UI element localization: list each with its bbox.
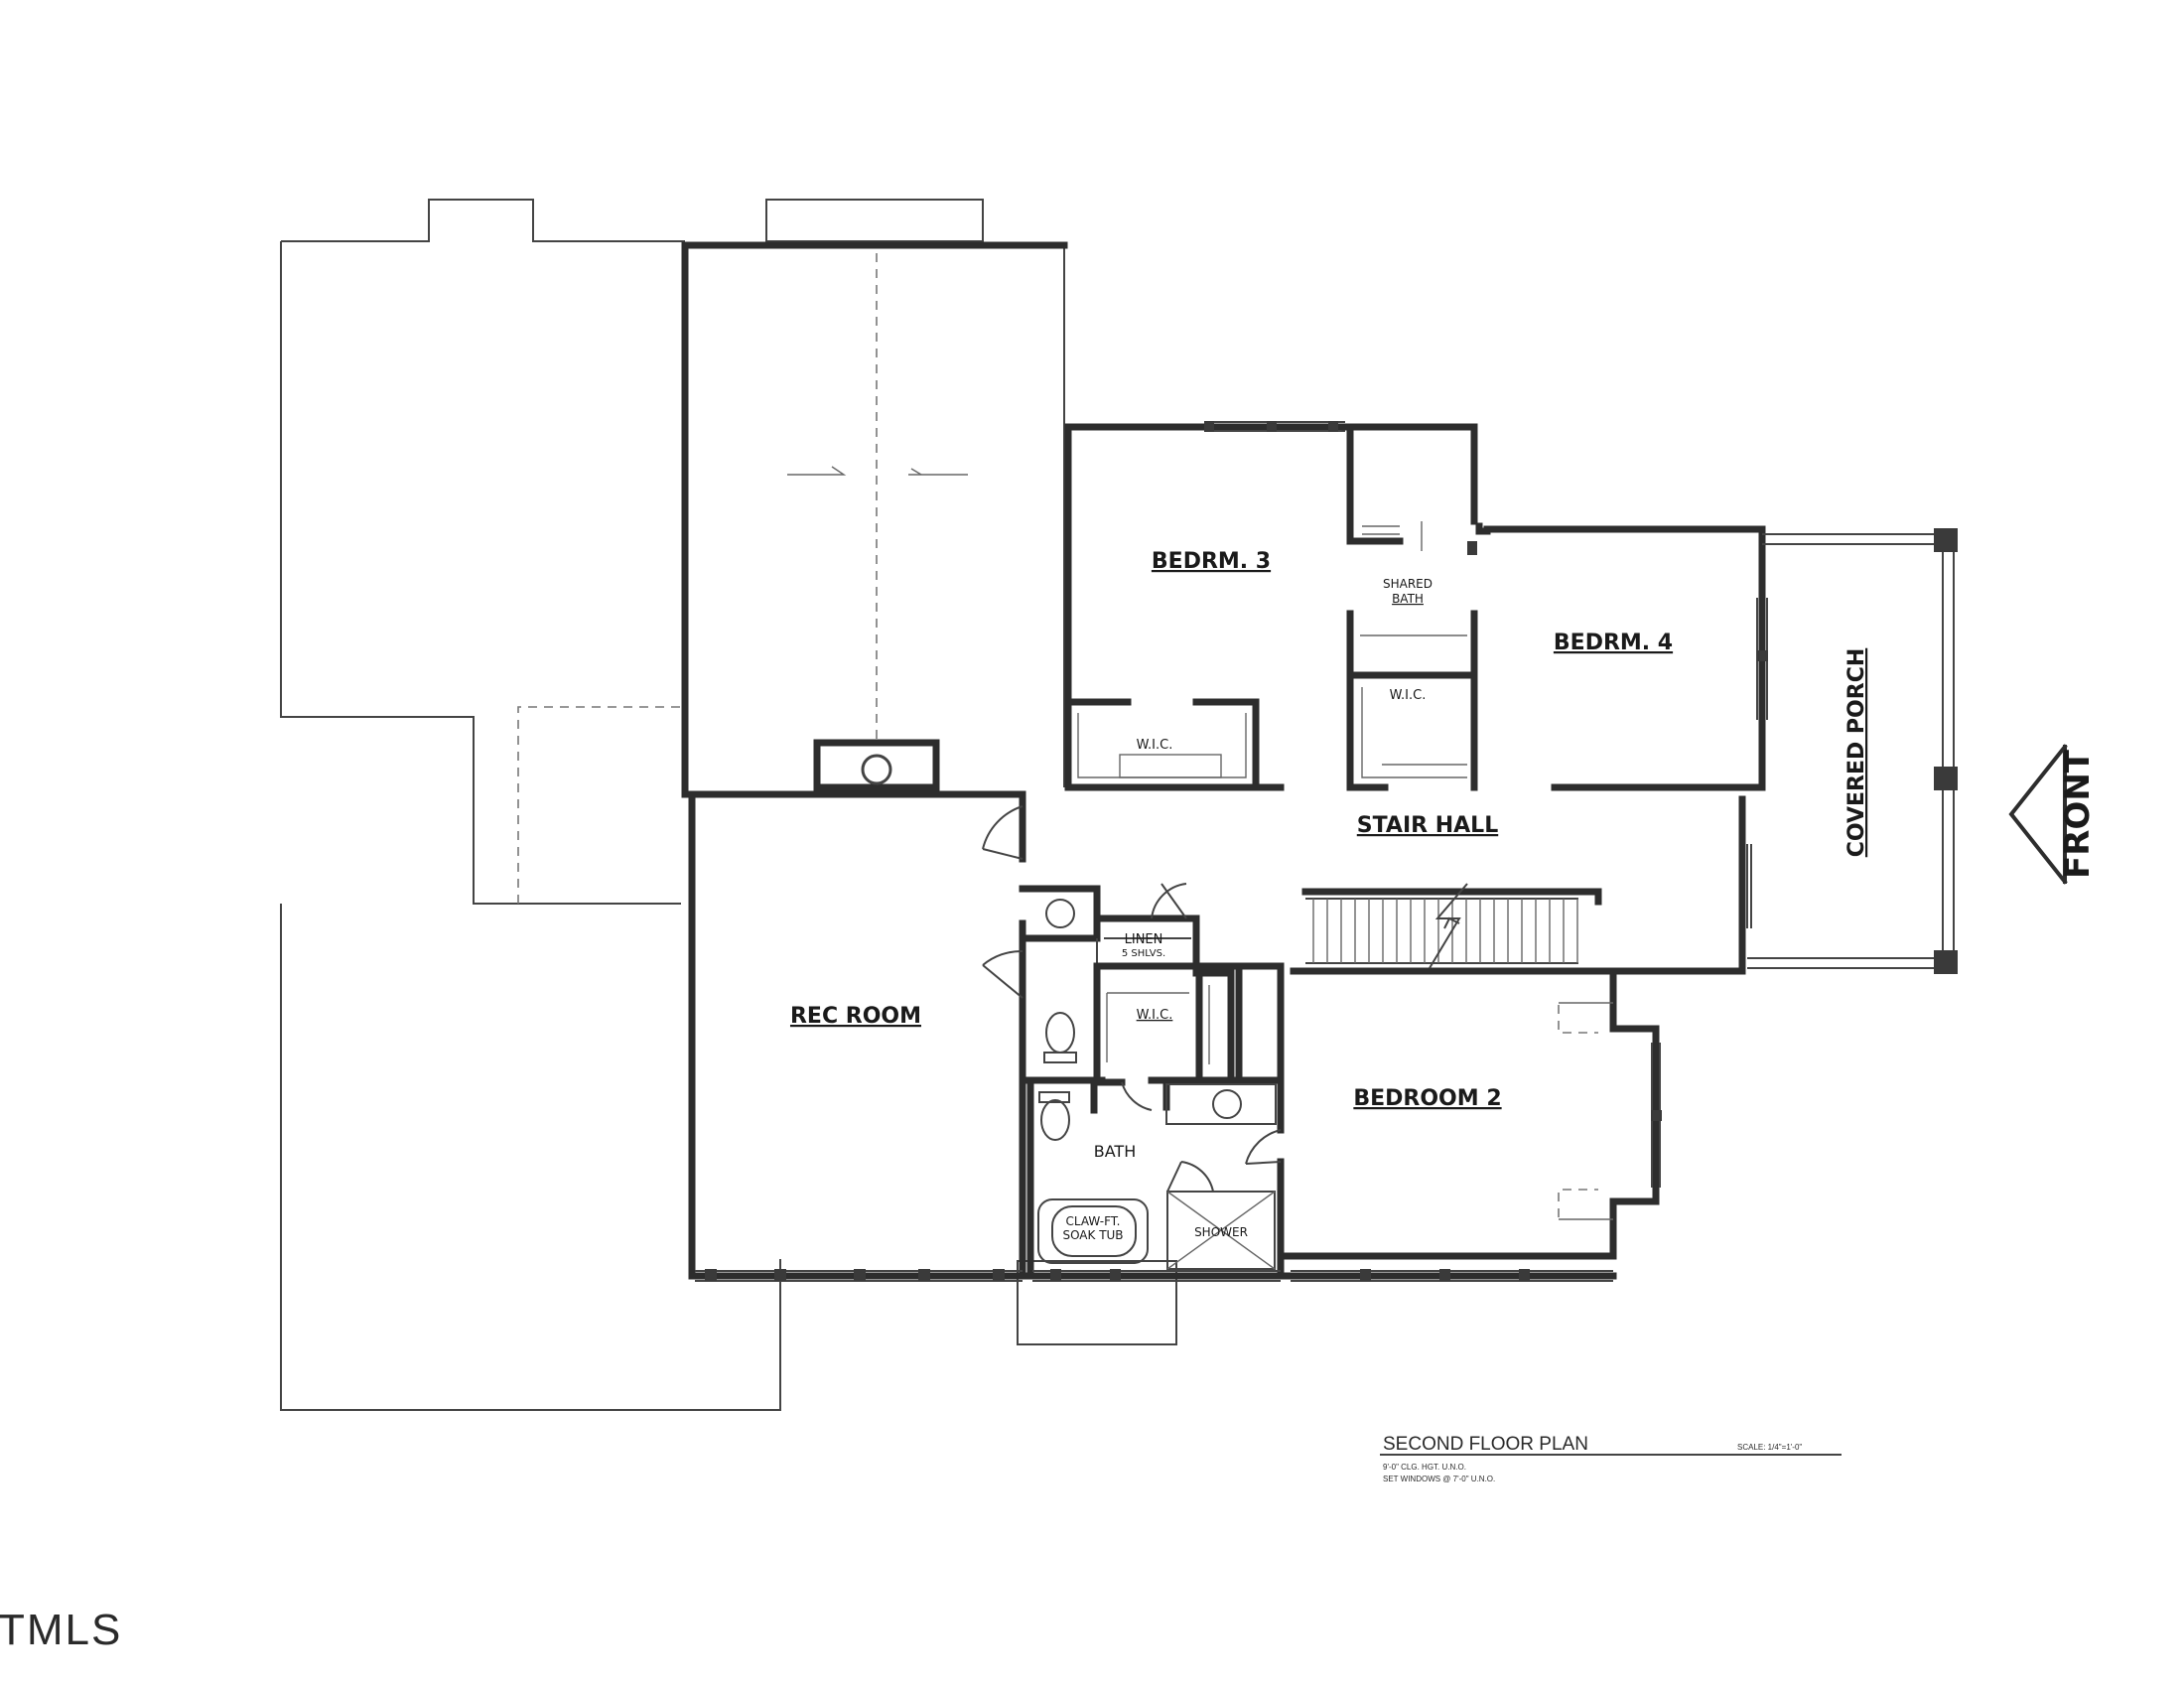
label-rec-room: REC ROOM [790,1004,921,1029]
plan-scale: SCALE: 1/4"=1'-0" [1737,1443,1802,1452]
watermark-logo: TMLS [0,1606,122,1654]
front-arrow-icon [2008,744,2068,885]
stair-treads [1312,899,1578,963]
wic-bedroom-2 [1195,962,1243,1081]
bedroom-4 [1475,522,1768,791]
plan-title: SECOND FLOOR PLAN [1383,1434,1588,1455]
label-shared-bath-1: SHARED [1383,577,1433,591]
label-bath: BATH [1094,1142,1136,1161]
label-bedroom-2: BEDROOM 2 [1353,1086,1501,1111]
bedroom-3 [1064,421,1349,791]
label-linen-1: LINEN [1125,932,1163,947]
label-wic-bedroom-2: W.I.C. [1137,1008,1173,1023]
label-tub-1: CLAW-FT. [1065,1214,1120,1228]
label-covered-porch: COVERED PORCH [1844,648,1869,858]
title-block: SECOND FLOOR PLAN SCALE: 1/4"=1'-0" 9'-0… [1380,1434,1842,1483]
label-stair-hall: STAIR HALL [1357,813,1498,838]
upper-bonus-area [681,241,1068,791]
label-front: FRONT [2058,749,2098,879]
staircase [1290,883,1612,975]
label-wic-bedroom-4: W.I.C. [1390,688,1427,703]
powder-and-linen [1019,883,1245,1086]
roof-outline [280,199,1177,1411]
label-linen-2: 5 SHLVS. [1122,948,1165,959]
label-bedrm-4: BEDRM. 4 [1554,631,1673,655]
rec-room [688,790,1026,1282]
label-wic-bedroom-3: W.I.C. [1137,738,1173,753]
stair-hall [681,790,1752,1260]
plan-note-windows: SET WINDOWS @ 7'-0" U.N.O. [1383,1475,1495,1483]
label-shower: SHOWER [1194,1225,1248,1239]
covered-porch [1747,528,1958,974]
plan-note-ceiling: 9'-0" CLG. HGT. U.N.O. [1383,1463,1466,1472]
shared-bath [1341,423,1478,679]
label-bedrm-3: BEDRM. 3 [1152,549,1271,574]
bedroom-2 [1235,962,1617,1282]
master-bath [1019,1076,1285,1282]
label-shared-bath-2: BATH [1392,592,1424,606]
label-tub-2: SOAK TUB [1062,1228,1123,1242]
wic-bedroom-4 [1346,671,1478,791]
